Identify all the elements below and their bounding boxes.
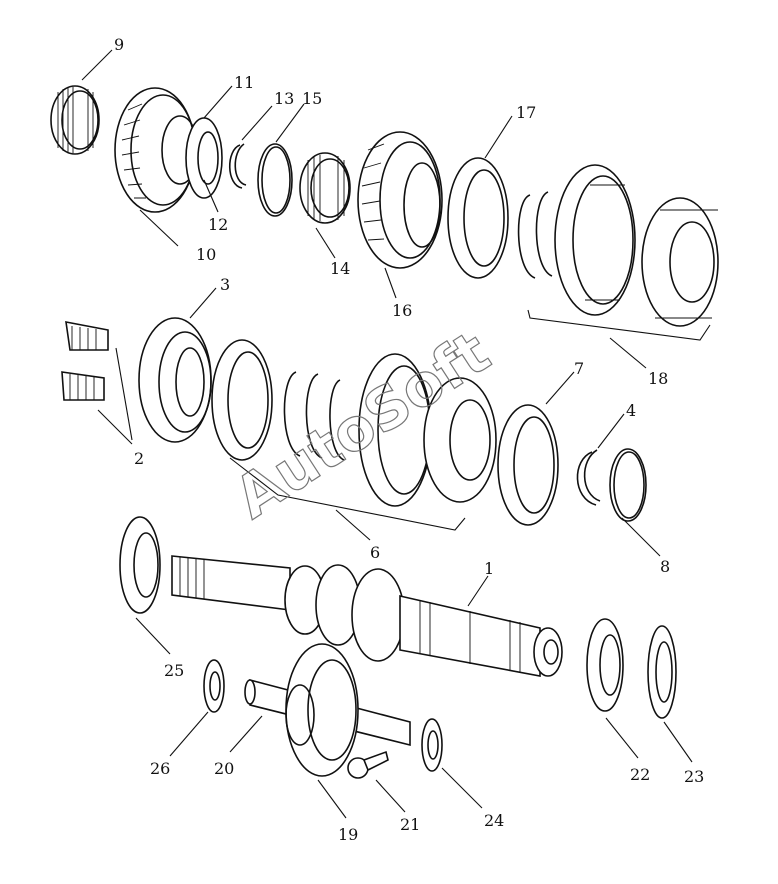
- callout-8: 8: [660, 557, 670, 576]
- callout-21: 21: [400, 815, 420, 834]
- part-25-washer: [421, 718, 443, 772]
- callout-15: 15: [302, 89, 322, 108]
- callout-11: 11: [234, 73, 254, 92]
- part-19-idler-gear: [285, 643, 359, 777]
- callout-23: 23: [684, 767, 704, 786]
- part-1-main-shaft: [171, 555, 563, 677]
- part-15-ring: [257, 143, 293, 217]
- part-4-snap-ring: [576, 449, 601, 506]
- part-26-washer: [203, 659, 225, 713]
- callout-17: 17: [516, 103, 536, 122]
- part-24-bearing: [119, 516, 161, 614]
- callout-25: 24: [484, 811, 504, 830]
- callout-20: 20: [214, 759, 234, 778]
- part-17-synchro-ring: [447, 157, 509, 279]
- callout-16: 16: [392, 301, 412, 320]
- bracket-6: [229, 457, 466, 531]
- part-2-split-bearing: [61, 321, 109, 401]
- part-10-helical-gear: [114, 87, 199, 213]
- callout-10: 10: [196, 245, 216, 264]
- part-3-gear: [138, 317, 212, 443]
- callout-22: 22: [630, 765, 650, 784]
- part-6-sleeve-hub: [358, 353, 497, 507]
- callout-19: 19: [338, 825, 358, 844]
- callout-14: 14: [330, 259, 350, 278]
- callout-numbers: 9 10 11 12 13 14 15 16 17 18 3 2 6 7 4 8…: [114, 35, 704, 844]
- part-23-shim: [647, 625, 677, 719]
- callout-13: 13: [274, 89, 294, 108]
- part-9-needle-bearing: [50, 85, 100, 155]
- part-18-hub: [641, 197, 719, 327]
- callout-1: 1: [484, 559, 494, 578]
- callout-7: 7: [574, 359, 584, 378]
- part-14-needle-bearing: [299, 152, 351, 224]
- part-8-ring: [609, 448, 647, 522]
- callout-18: 18: [648, 369, 668, 388]
- part-13-snap-ring: [229, 143, 247, 189]
- leader-lines: [81, 49, 693, 819]
- part-18-sleeve: [554, 164, 636, 316]
- part-16-gear: [357, 131, 443, 269]
- callout-24: 25: [164, 661, 184, 680]
- part-11-hub: [185, 117, 223, 199]
- callout-12: 12: [208, 215, 228, 234]
- bracket-18: [527, 309, 711, 341]
- part-21-bolt: [347, 750, 389, 779]
- part-6-synchro-ring: [211, 339, 273, 461]
- callout-3: 3: [220, 275, 230, 294]
- callout-2: 2: [134, 449, 144, 468]
- callout-6: 6: [370, 543, 380, 562]
- part-6-springs: [283, 371, 345, 461]
- callout-9: 9: [114, 35, 124, 54]
- part-7-synchro-ring: [497, 404, 559, 526]
- part-22-bearing: [586, 618, 624, 712]
- callout-26: 26: [150, 759, 170, 778]
- part-18-springs: [517, 191, 553, 279]
- callout-4: 4: [626, 401, 636, 420]
